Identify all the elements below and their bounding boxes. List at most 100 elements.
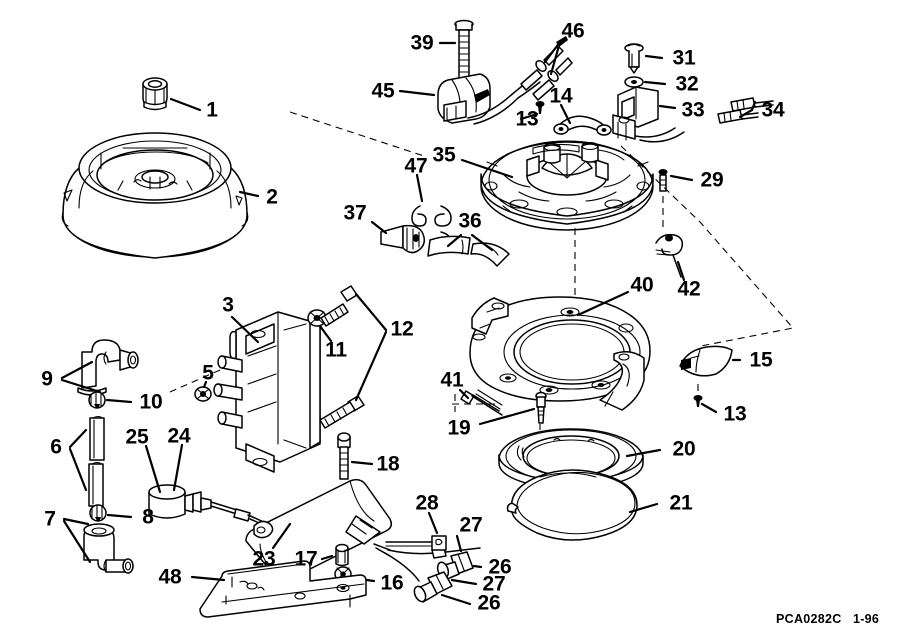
leader-25 bbox=[144, 444, 162, 494]
leader-18 bbox=[350, 460, 374, 466]
leader-23 bbox=[271, 522, 292, 550]
leader-13a bbox=[519, 112, 539, 121]
callout-18: 18 bbox=[376, 452, 400, 476]
leader-24 bbox=[172, 443, 184, 492]
callout-32: 32 bbox=[675, 72, 699, 96]
callout-10: 10 bbox=[139, 390, 163, 414]
callout-9: 9 bbox=[41, 367, 53, 391]
part-coil-screw-12 bbox=[319, 285, 365, 429]
part-lower-elbow-boot-7 bbox=[83, 523, 134, 574]
leader-7 bbox=[62, 517, 92, 564]
leader-26b bbox=[440, 593, 472, 606]
leader-20 bbox=[625, 448, 662, 458]
part-screw-41 bbox=[460, 389, 503, 416]
part-spark-plug-lead-6 bbox=[88, 415, 105, 507]
callout-6: 6 bbox=[50, 435, 62, 459]
callout-8: 8 bbox=[142, 505, 154, 529]
leader-28 bbox=[427, 511, 439, 535]
callout-46: 46 bbox=[561, 19, 585, 43]
callout-2: 2 bbox=[266, 185, 278, 209]
callout-27a: 27 bbox=[459, 513, 483, 537]
leader-6 bbox=[68, 428, 88, 492]
leader-1 bbox=[169, 97, 202, 112]
callout-11: 11 bbox=[325, 338, 347, 362]
callout-25: 25 bbox=[125, 425, 149, 449]
callout-7: 7 bbox=[44, 507, 56, 531]
callout-13b: 13 bbox=[723, 402, 747, 426]
leader-19 bbox=[478, 407, 536, 426]
leader-32 bbox=[643, 80, 667, 86]
callout-40: 40 bbox=[630, 273, 654, 297]
part-sensor-coil-33 bbox=[612, 86, 685, 143]
part-flywheel bbox=[61, 132, 249, 259]
callout-42: 42 bbox=[677, 277, 701, 301]
leader-27b bbox=[450, 578, 478, 586]
leader-14 bbox=[559, 103, 572, 125]
callout-28: 28 bbox=[415, 491, 439, 515]
callout-23: 23 bbox=[252, 547, 276, 571]
leader-47 bbox=[415, 173, 424, 203]
leader-27a bbox=[455, 534, 463, 553]
leader-48 bbox=[190, 575, 226, 582]
callout-12: 12 bbox=[390, 317, 414, 341]
callout-15: 15 bbox=[749, 348, 773, 372]
leader-36 bbox=[446, 233, 494, 252]
part-screw-31 bbox=[624, 43, 644, 74]
part-sensor-housing-45 bbox=[437, 73, 541, 125]
part-upper-elbow-boot-9 bbox=[77, 339, 139, 396]
part-screw-13a bbox=[535, 101, 545, 114]
leader-13b bbox=[700, 402, 718, 414]
part-armature-base-40 bbox=[469, 296, 651, 411]
callout-33: 33 bbox=[681, 98, 705, 122]
callout-26a: 26 bbox=[488, 555, 512, 579]
leader-11 bbox=[318, 324, 333, 343]
leader-35 bbox=[460, 158, 514, 179]
leader-42 bbox=[676, 260, 686, 282]
part-connector-37 bbox=[380, 224, 426, 254]
leader-41 bbox=[458, 388, 470, 400]
callout-31: 31 bbox=[672, 46, 696, 70]
part-washer-32 bbox=[624, 76, 644, 88]
part-flywheel-nut bbox=[142, 77, 168, 111]
callout-41: 41 bbox=[440, 368, 464, 392]
leader-21 bbox=[628, 502, 659, 514]
part-cover-clip-15 bbox=[679, 345, 733, 377]
part-power-pack-23 bbox=[245, 478, 481, 582]
callout-47: 47 bbox=[404, 154, 428, 178]
leader-3 bbox=[230, 315, 260, 344]
part-screw-29 bbox=[658, 169, 668, 192]
part-clip-42 bbox=[655, 233, 684, 278]
part-grommet-36 bbox=[427, 235, 510, 267]
leader-34 bbox=[738, 100, 757, 119]
leader-31 bbox=[644, 54, 664, 60]
part-screw-13b bbox=[693, 395, 703, 407]
diagram-footer-code: PCA0282C 1-96 bbox=[776, 612, 880, 626]
part-spark-plug-boot-26b bbox=[413, 571, 453, 603]
leader-5 bbox=[202, 380, 208, 389]
part-bolt-18 bbox=[337, 432, 351, 480]
leader-2 bbox=[238, 190, 260, 198]
callout-27b: 27 bbox=[482, 572, 506, 596]
leader-8 bbox=[106, 513, 133, 519]
callout-5: 5 bbox=[202, 361, 214, 385]
callout-29: 29 bbox=[700, 168, 724, 192]
callout-21: 21 bbox=[669, 491, 693, 515]
leader-45 bbox=[398, 89, 436, 97]
callout-26b: 26 bbox=[477, 591, 501, 615]
part-upper-terminal-10 bbox=[88, 391, 106, 409]
leader-17 bbox=[320, 554, 334, 561]
leader-33 bbox=[658, 104, 677, 110]
leader-12 bbox=[354, 292, 388, 402]
callout-39: 39 bbox=[410, 31, 434, 55]
callout-48: 48 bbox=[158, 565, 182, 589]
callout-36: 36 bbox=[458, 209, 482, 233]
callout-37: 37 bbox=[343, 201, 367, 225]
callout-19: 19 bbox=[447, 416, 471, 440]
callout-20: 20 bbox=[672, 437, 696, 461]
callout-14: 14 bbox=[549, 84, 573, 108]
part-retaining-ring-21 bbox=[506, 469, 638, 541]
callout-1: 1 bbox=[206, 98, 218, 122]
callout-34: 34 bbox=[761, 98, 785, 122]
